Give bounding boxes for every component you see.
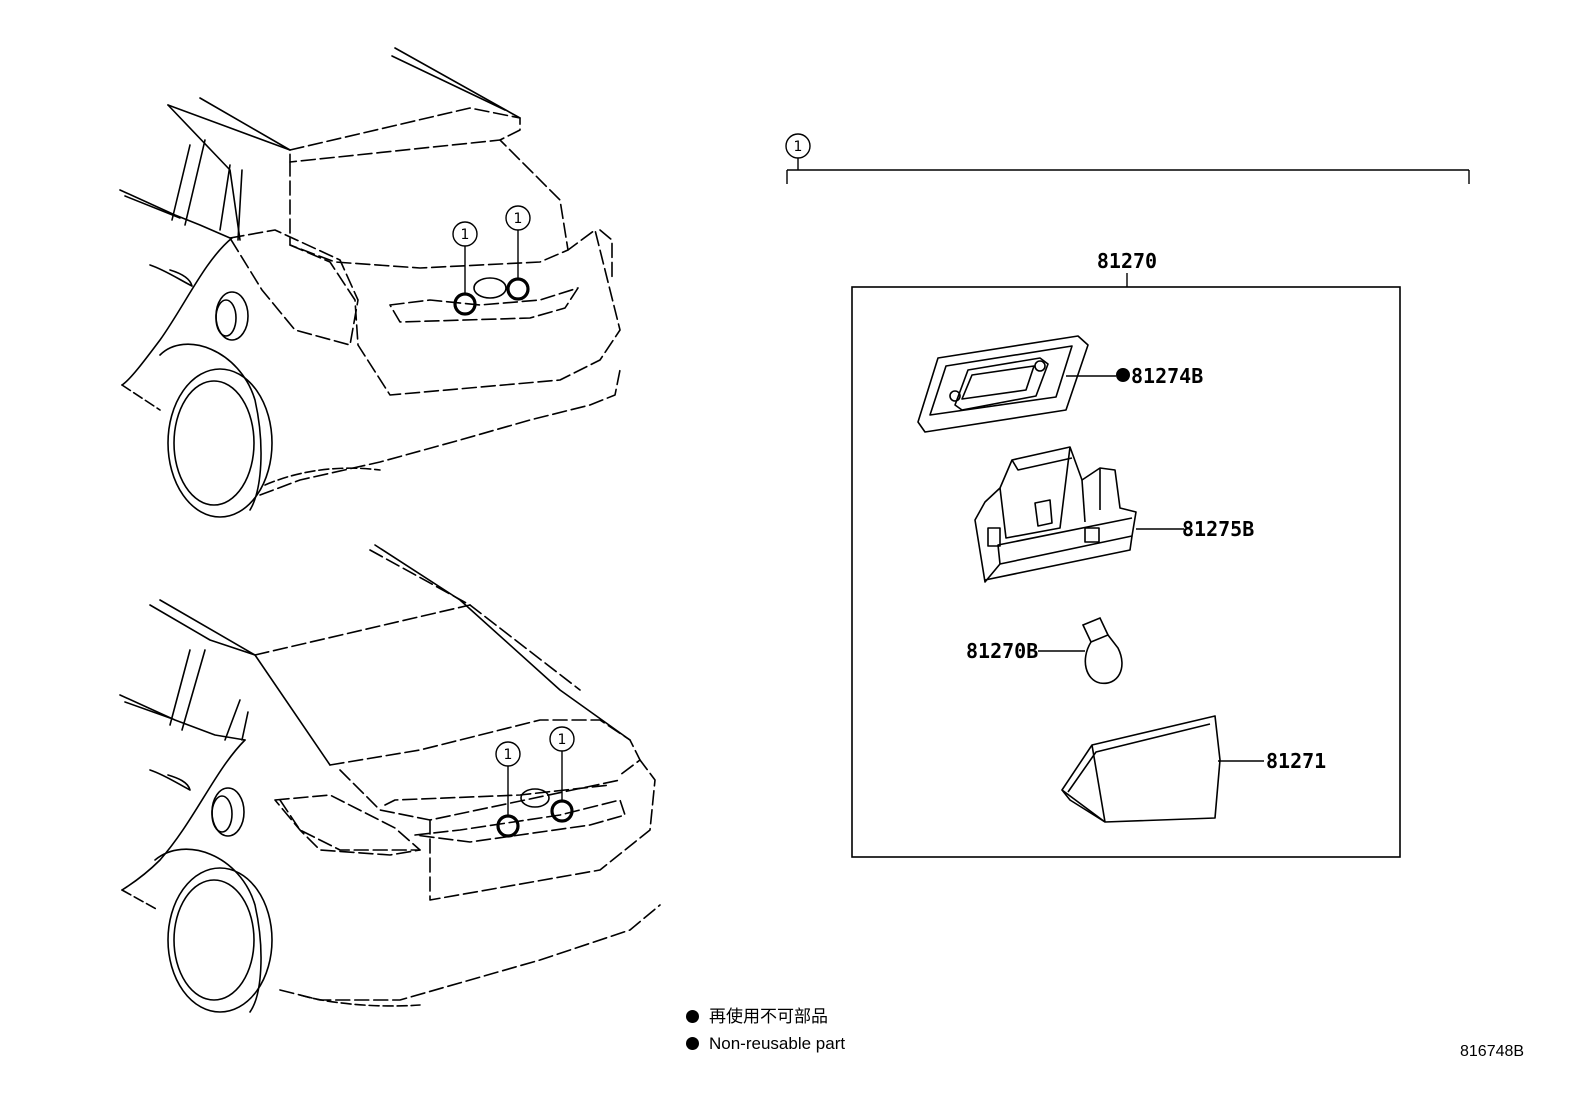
callout-upper-right: 1 (505, 205, 531, 279)
housing-drawing (974, 446, 1137, 583)
callout-number: 1 (504, 747, 513, 763)
callout-number: 1 (514, 211, 523, 227)
filled-circle-icon (686, 1010, 699, 1023)
bulb-drawing (1081, 616, 1123, 684)
figure-id: 816748B (1460, 1043, 1525, 1060)
license-lamp-marker (550, 799, 574, 823)
lens-drawing (1061, 715, 1221, 823)
filled-circle-icon (686, 1037, 699, 1050)
hatchback-rear-view (119, 47, 621, 518)
callout-lower-left: 1 (495, 741, 521, 816)
non-reusable-dot (1116, 368, 1130, 382)
legend-text-ja: 再使用不可部品 (709, 1007, 828, 1027)
callout-upper-left: 1 (452, 221, 478, 294)
callout-lower-right: 1 (549, 726, 575, 801)
gasket-drawing (917, 335, 1089, 433)
legend-row-japanese: 再使用不可部品 (686, 1007, 828, 1027)
sedan-rear-view (119, 544, 661, 1013)
part-number-81274B: 81274B (1131, 364, 1203, 388)
legend-row-english: Non-reusable part (686, 1034, 845, 1054)
license-lamp-marker (496, 814, 520, 838)
part-number-81271: 81271 (1266, 749, 1326, 773)
assembly-box (851, 286, 1401, 858)
license-lamp-marker (506, 277, 530, 301)
assembly-callout-number: 1 (794, 139, 803, 155)
callout-number: 1 (558, 732, 567, 748)
part-number-81270B: 81270B (966, 639, 1038, 663)
part-number-81275B: 81275B (1182, 517, 1254, 541)
assembly-part-number: 81270 (1097, 249, 1157, 273)
assembly-bracket (785, 133, 1470, 184)
callout-number: 1 (461, 227, 470, 243)
legend-text-en: Non-reusable part (709, 1034, 846, 1053)
